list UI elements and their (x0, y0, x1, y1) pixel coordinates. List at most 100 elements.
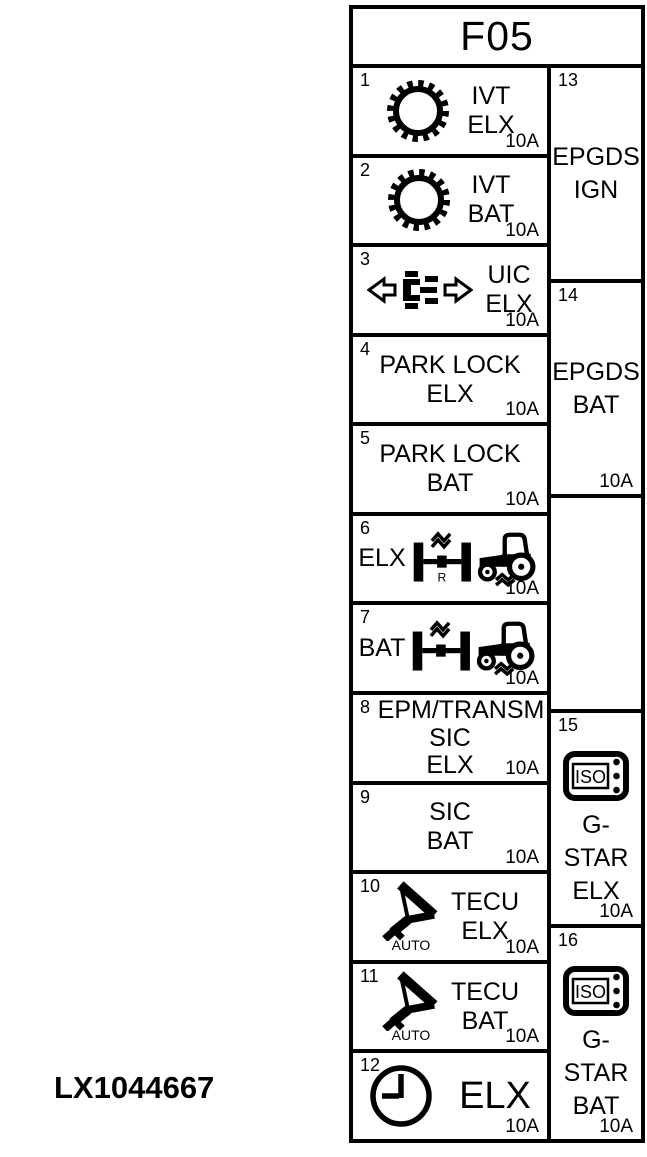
fuse-number: 13 (558, 70, 579, 90)
fuse-cell-1: 1 IVT ELX 10A (353, 68, 547, 158)
axle-marker: R (437, 570, 446, 584)
fuse-column-left: 1 IVT ELX 10A 2 (353, 68, 547, 1139)
fuse-number: 2 (360, 159, 371, 180)
fuse-number: 6 (360, 517, 371, 538)
amp-rating: 10A (505, 1026, 539, 1048)
amp-rating: 10A (505, 936, 539, 958)
fuse-cell-16: 16 ISO G-STAR BAT (551, 928, 641, 1139)
fuse-label-line: G-STAR (563, 811, 629, 872)
fuse-cell-7: 7 BAT (353, 605, 547, 696)
clock-icon (370, 1065, 432, 1127)
fuse-label-line: IVT (471, 81, 511, 110)
iso-label: ISO (575, 767, 606, 787)
amp-rating: 10A (505, 220, 539, 242)
fuse-label: PARK LOCK ELX (379, 351, 520, 409)
fuse-label-line: UIC (487, 260, 531, 289)
fuse-cell-empty (551, 498, 641, 713)
fuse-number: 9 (360, 786, 371, 807)
panel-body: 1 IVT ELX 10A 2 (353, 68, 641, 1139)
fuse-cell-6: 6 ELX R (353, 515, 547, 606)
fuse-cell-12: 12 ELX 10A (353, 1053, 547, 1139)
amp-rating: 10A (599, 1116, 633, 1137)
fuse-cell-15: 15 ISO G-STAR ELX (551, 713, 641, 928)
fuse-label-line: ELX (426, 379, 474, 408)
fuse-cell-10: 10 AUTO (353, 874, 547, 964)
fuse-label: UIC ELX (485, 261, 532, 319)
fuse-column-right: 13 EPGDS IGN 14 EPGDS B (547, 68, 641, 1139)
fuse-panel: F05 1 IVT ELX (349, 5, 645, 1143)
fuse-cell-13: 13 EPGDS IGN (551, 68, 641, 283)
fuse-number: 1 (360, 70, 371, 90)
fuse-cell-9: 9 SIC BAT 10A (353, 784, 547, 875)
fuse-cell-14: 14 EPGDS BAT 10A (551, 283, 641, 498)
fuse-label-line: SIC (429, 724, 471, 753)
fuse-label-line: BAT (572, 390, 620, 419)
fuse-number: 16 (558, 930, 579, 950)
fuse-number: 12 (360, 1055, 381, 1076)
fuse-number: 10 (360, 876, 381, 897)
fuse-label: G-STAR BAT (551, 1024, 641, 1123)
fuse-label: IVT BAT (468, 171, 515, 229)
amp-rating: 10A (599, 471, 633, 492)
amp-rating: 10A (505, 399, 539, 421)
fuse-label: TECU ELX (451, 888, 519, 946)
fuse-label-line: SIC (429, 798, 471, 827)
auto-shift-lever-icon: AUTO (381, 971, 441, 1042)
auto-label: AUTO (391, 1027, 431, 1044)
fuse-number: 15 (558, 715, 579, 735)
fuse-label: TECU BAT (451, 978, 519, 1036)
fuse-label-line: EPGDS (552, 142, 640, 171)
gear-icon (387, 169, 450, 232)
panel-title: F05 (353, 9, 641, 68)
auto-shift-lever-icon: AUTO (381, 881, 441, 952)
fuse-label-line: TECU (450, 887, 520, 916)
fuse-label-line: BAT (426, 469, 474, 498)
fuse-label-line: TECU (450, 977, 520, 1006)
fuse-label-prefix: ELX (358, 544, 406, 573)
fuse-label: EPGDS BAT (552, 356, 640, 422)
fuse-label-line: ELX (467, 110, 515, 139)
uic-coupler-icon (367, 270, 474, 309)
amp-rating: 10A (505, 130, 539, 152)
fuse-cell-2: 2 IVT BAT 10A (353, 157, 547, 248)
iso-connector-icon: ISO (563, 966, 629, 1016)
fuse-label-line: ELX (572, 877, 620, 905)
amp-rating: 10A (599, 901, 633, 922)
fuse-label-line: BAT (461, 1006, 509, 1035)
auto-label: AUTO (391, 937, 431, 954)
fuse-label-line: PARK LOCK (379, 350, 521, 379)
amp-rating: 10A (505, 488, 539, 510)
fuse-label-line: IGN (573, 175, 619, 204)
fuse-label: IVT ELX (467, 82, 514, 140)
iso-connector-icon: ISO (563, 751, 629, 801)
fuse-cell-3: 3 (353, 247, 547, 337)
iso-label: ISO (575, 982, 606, 1002)
fuse-number: 5 (360, 428, 371, 449)
amp-rating: 10A (505, 309, 539, 331)
fuse-cell-4: 4 PARK LOCK ELX 10A (353, 336, 547, 427)
fuse-number: 3 (360, 249, 371, 270)
fuse-cell-8: 8 EPM/TRANSM SIC ELX 10A (353, 695, 547, 785)
fuse-label: PARK LOCK BAT (379, 440, 520, 498)
amp-rating: 10A (505, 1115, 539, 1137)
fuse-label-line: IVT (471, 171, 511, 200)
axle-suspension-tractor-icon (413, 620, 535, 677)
amp-rating: 10A (505, 847, 539, 869)
fuse-number: 14 (558, 285, 579, 305)
amp-rating: 10A (505, 668, 539, 690)
fuse-label-line: BAT (467, 200, 515, 229)
fuse-label-line: ELX (426, 751, 474, 780)
fuse-label: ELX (459, 1077, 531, 1115)
fuse-label-line: PARK LOCK (379, 440, 521, 469)
fuse-number: 7 (360, 607, 371, 628)
fuse-label-line: BAT (426, 827, 474, 856)
fuse-label: EPGDS IGN (552, 141, 640, 207)
fuse-label-line: ELX (485, 289, 533, 318)
amp-rating: 10A (505, 757, 539, 779)
fuse-label-line: EPGDS (552, 357, 640, 386)
amp-rating: 10A (505, 578, 539, 600)
fuse-label: G-STAR ELX (551, 809, 641, 908)
fuse-cell-5: 5 PARK LOCK BAT 10A (353, 426, 547, 516)
figure-code: LX1044667 (54, 1070, 215, 1105)
